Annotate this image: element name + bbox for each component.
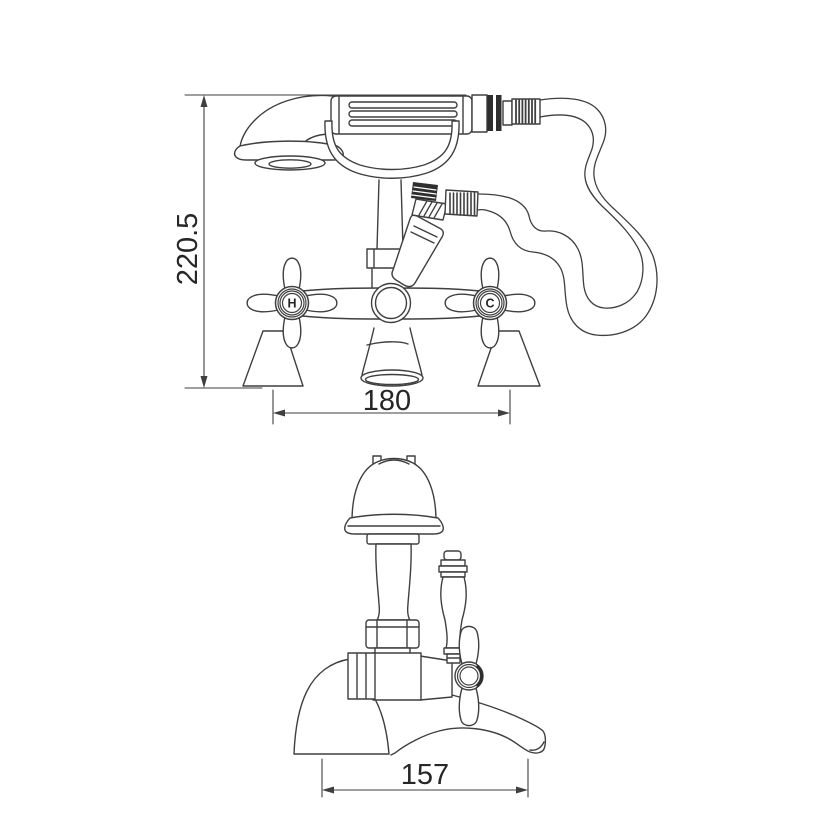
diverter-lever[interactable]	[438, 550, 468, 664]
shower-hose	[477, 97, 658, 337]
diverter-valve	[391, 182, 479, 288]
spout	[360, 327, 424, 387]
cross-handle-side[interactable]	[454, 625, 484, 727]
dimension-height-value: 220.5	[172, 213, 204, 286]
side-handset	[344, 455, 444, 658]
mixer-body-side	[293, 652, 547, 756]
dimension-height: 220.5	[172, 94, 467, 389]
dimension-depth-value: 157	[401, 759, 449, 791]
side-view-drawing: 157	[293, 455, 547, 798]
hose-connector	[471, 94, 541, 133]
dimension-width-value: 180	[363, 385, 411, 417]
cold-handle-label: C	[485, 297, 494, 311]
cold-handle[interactable]: C	[444, 257, 536, 349]
dimension-depth: 157	[321, 758, 529, 798]
front-view-drawing: H C 220.5	[172, 94, 658, 425]
hot-handle[interactable]: H	[246, 257, 338, 349]
handheld-shower	[233, 94, 541, 171]
dimension-width: 180	[272, 385, 511, 425]
hot-handle-label: H	[287, 297, 296, 311]
